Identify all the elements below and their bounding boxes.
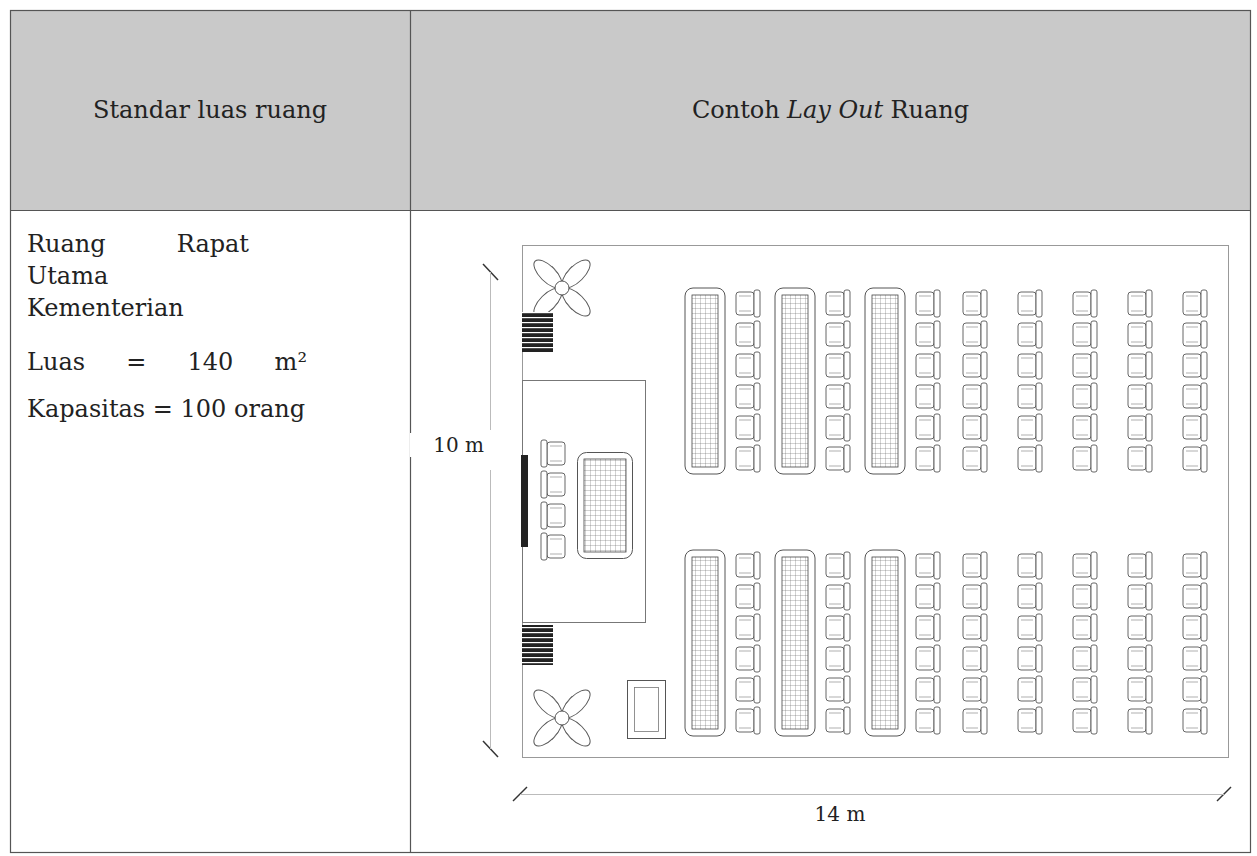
- cabinet: [628, 681, 666, 739]
- chairs: [733, 288, 1210, 736]
- column-header: Ruang: [890, 96, 969, 124]
- plant-symbol: [529, 255, 594, 320]
- dimension-label: 10 m: [410, 433, 484, 457]
- room-area: Luas = 140 m²: [27, 346, 307, 378]
- header-cell: Standar luas ruang: [10, 10, 410, 210]
- dimension-label: 14 m: [780, 802, 900, 826]
- dimension-lines: [483, 264, 1231, 801]
- room-name: Ruang Rapat Utama Kementerian: [27, 228, 249, 324]
- header-cell: ContohLay OutRuang: [411, 10, 1250, 210]
- meeting-tables: [685, 288, 905, 736]
- column-header: Lay Out: [787, 96, 883, 124]
- room-outline: [523, 246, 1229, 758]
- plant-symbol: [529, 685, 594, 750]
- column-header: Contoh: [692, 96, 780, 124]
- column-header: Standar luas ruang: [93, 96, 327, 124]
- stage: [521, 312, 646, 665]
- room-capacity: Kapasitas = 100 orang: [27, 386, 307, 432]
- table-frame: [10, 10, 1251, 853]
